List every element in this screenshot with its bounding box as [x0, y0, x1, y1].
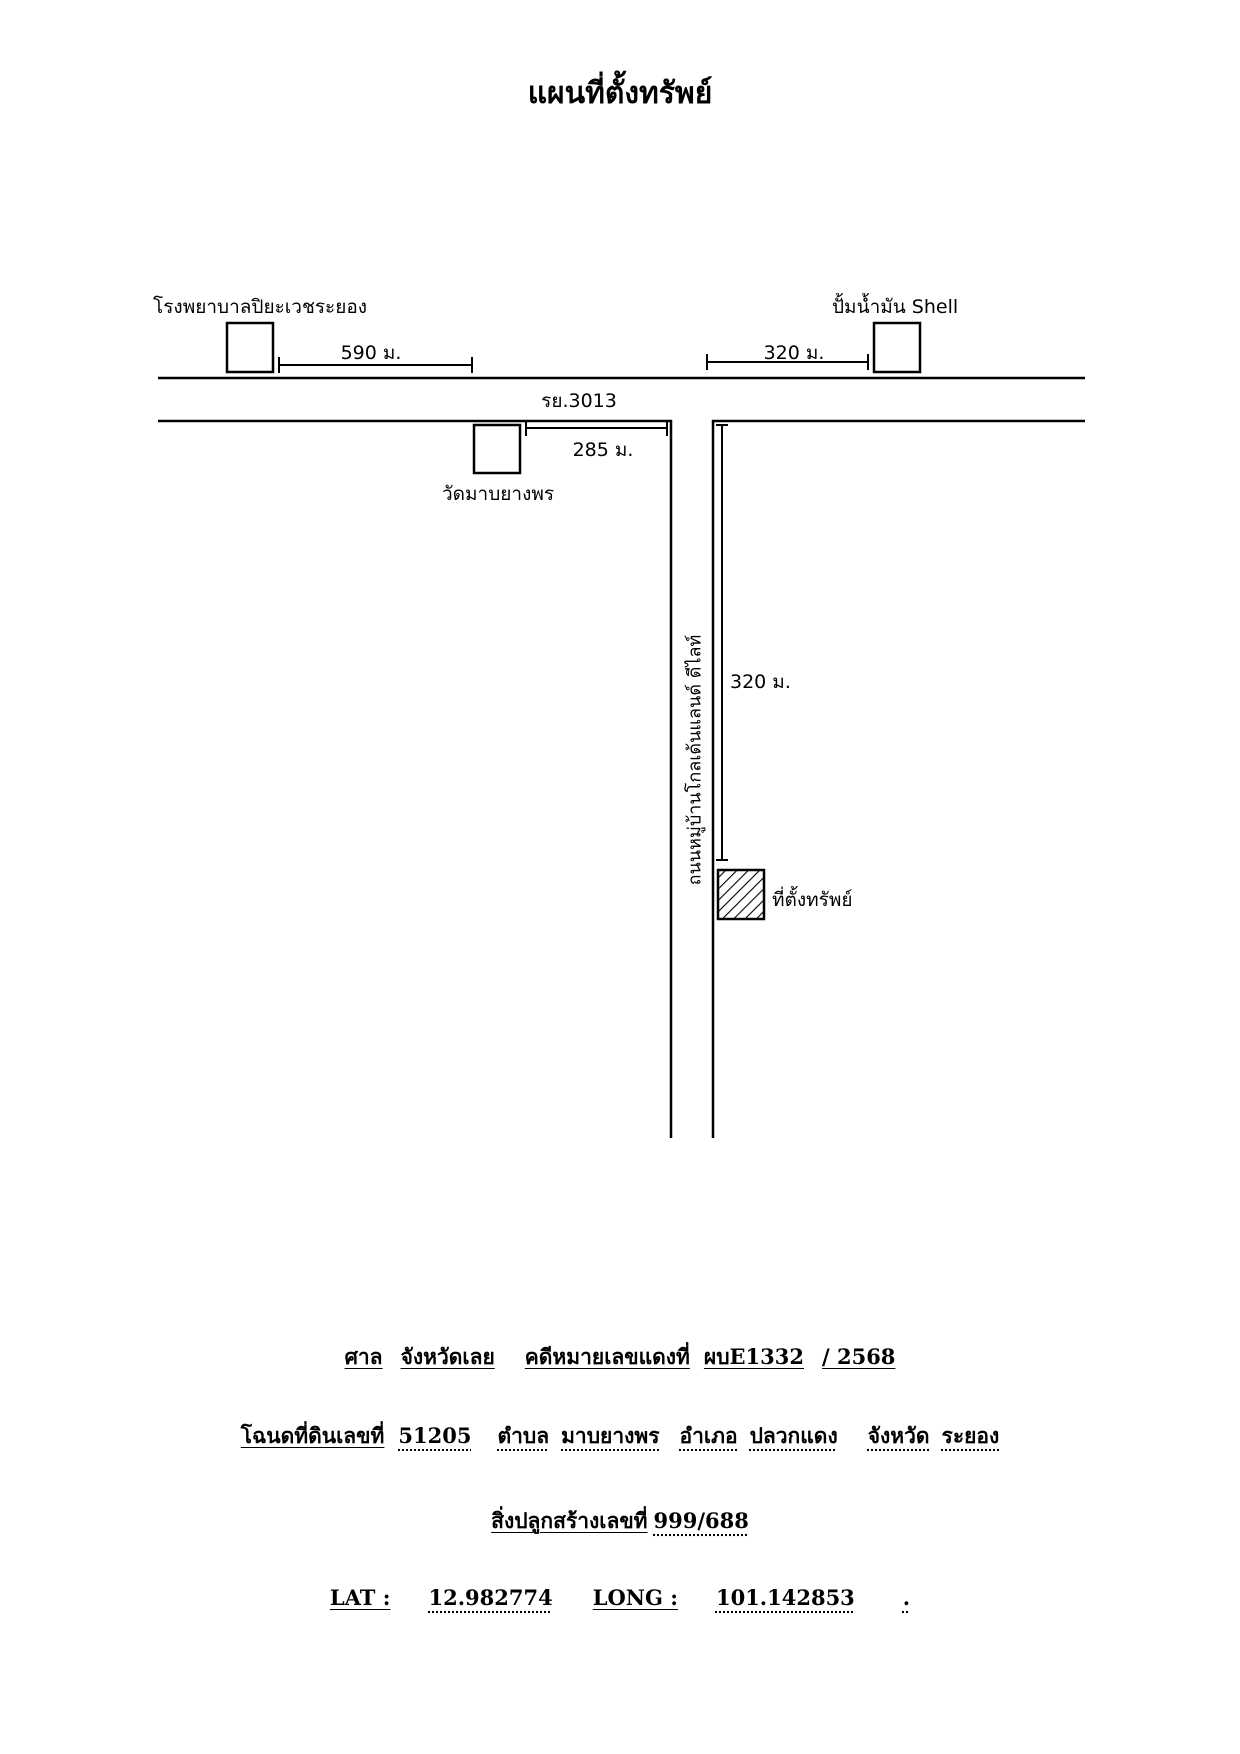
main-road-south-edge-west	[158, 419, 673, 1138]
court-label: ศาล	[344, 1344, 383, 1369]
land-deed-line: โฉนดที่ดินเลขที่ 51205 ตำบล มาบยางพร อำเภอ ปล…	[0, 1420, 1240, 1453]
case-number: ผบE1332	[703, 1344, 804, 1369]
gas-station-distance-label: 320 ม.	[763, 342, 825, 364]
temple-distance-line	[525, 421, 668, 436]
hospital-distance-label: 590 ม.	[340, 342, 402, 364]
deed-number: 51205	[398, 1423, 472, 1448]
property-distance-label: 320 ม.	[730, 671, 791, 693]
hospital-distance-line	[278, 357, 473, 373]
temple-box	[472, 423, 522, 475]
subdistrict-value: มาบยางพร	[561, 1423, 660, 1448]
long-label: LONG :	[592, 1585, 678, 1610]
village-road-label: ถนนหมู่บ้านโกลเด้นแลนด์ ดีไลท์	[684, 634, 706, 886]
court-value: จังหวัดเลย	[400, 1344, 495, 1369]
deed-label: โฉนดที่ดินเลขที่	[240, 1423, 385, 1448]
hospital-box	[225, 321, 275, 374]
court-case-line: ศาล จังหวัดเลย คดีหมายเลขแดงที่ ผบE1332 / 25…	[0, 1341, 1240, 1374]
district-label: อำเภอ	[679, 1423, 738, 1448]
building-number: 999/688	[653, 1508, 749, 1533]
lat-value: 12.982774	[428, 1585, 553, 1610]
main-road-label: รย.3013	[541, 390, 617, 412]
coordinates-line: LAT : 12.982774 LONG : 101.142853.	[0, 1585, 1240, 1610]
case-year: / 2568	[821, 1344, 896, 1369]
property-label: ที่ตั้งทรัพย์	[772, 889, 853, 911]
temple-label: วัดมาบยางพร	[442, 483, 555, 505]
temple-distance-label: 285 ม.	[572, 439, 634, 461]
building-line: สิ่งปลูกสร้างเลขที่999/688	[0, 1505, 1240, 1538]
gas-station-box	[872, 321, 922, 374]
property-distance-line	[716, 424, 728, 861]
lat-label: LAT :	[329, 1585, 391, 1610]
hospital-label: โรงพยาบาลปิยะเวชระยอง	[153, 296, 368, 318]
subdistrict-label: ตำบล	[497, 1423, 550, 1448]
gas-station-distance-line	[706, 354, 869, 370]
building-label: สิ่งปลูกสร้างเลขที่	[491, 1508, 648, 1533]
case-label: คดีหมายเลขแดงที่	[524, 1344, 690, 1369]
gas-station-label: ปั้มน้ำมัน Shell	[832, 296, 959, 318]
province-value: ระยอง	[941, 1423, 1000, 1448]
province-label: จังหวัด	[867, 1423, 930, 1448]
district-value: ปลวกแดง	[749, 1423, 838, 1448]
long-value: 101.142853	[715, 1585, 855, 1610]
page-title: แผนที่ตั้งทรัพย์	[527, 76, 713, 111]
end-mark: .	[902, 1585, 911, 1610]
property-marker	[716, 868, 766, 921]
main-road-south-edge-east	[711, 419, 1085, 1138]
